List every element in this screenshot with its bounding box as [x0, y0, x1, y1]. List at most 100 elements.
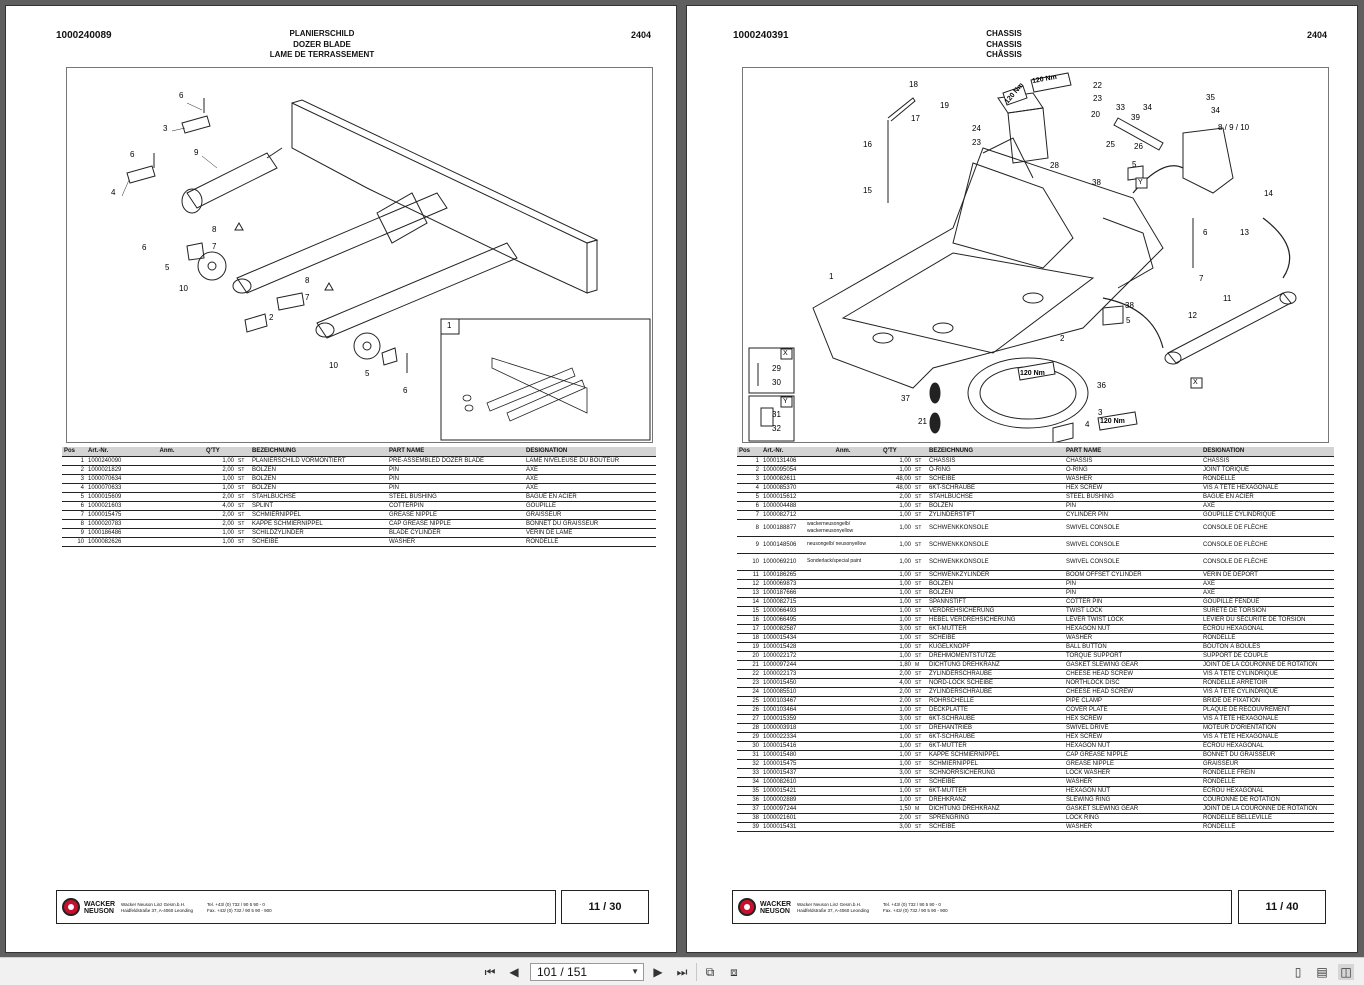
cell-unit: ST: [913, 579, 927, 589]
cell-art-nr: 1000085370: [761, 483, 805, 493]
single-page-view-icon[interactable]: ▯: [1294, 965, 1302, 979]
cell-part-name: HEXAGON NUT: [1064, 624, 1201, 634]
chassis-rear: [982, 137, 1034, 179]
cell-anm: [805, 456, 881, 466]
cell-part-name: HEXAGON NUT: [1064, 786, 1201, 796]
footer-info: WACKER NEUSON Wacker Neuson Linz Gesm.b.…: [56, 890, 556, 924]
cell-anm: [805, 633, 881, 643]
page-indicator: 101 / 151: [537, 965, 588, 979]
cell-art-nr: 1000004488: [761, 501, 805, 511]
col-pos: Pos: [737, 447, 761, 457]
page-selector[interactable]: 101 / 151 ▼: [530, 963, 644, 981]
cell-unit: ST: [236, 528, 250, 538]
title-en: DOZER BLADE: [293, 39, 351, 49]
callout: 4: [1085, 420, 1090, 429]
cell-designation: ÉCROU HEXAGONAL: [1201, 741, 1334, 751]
two-page-continuous-icon[interactable]: [1358, 964, 1364, 980]
pin-3: [181, 115, 211, 134]
cell-designation: AXE: [1201, 579, 1334, 589]
first-page-icon[interactable]: ⏮: [484, 964, 496, 979]
cell-qty: 1,00: [881, 741, 913, 751]
table-header: Pos Art.-Nr. Anm. Q'TY BEZEICHNUNG PART …: [737, 447, 1334, 457]
cell-qty: 1,00: [881, 750, 913, 760]
cell-bezeichnung: DICHTUNG DREHKRANZ: [927, 804, 1064, 814]
cell-part-name: GREASE NIPPLE: [387, 510, 524, 520]
cell-designation: AXE: [524, 474, 656, 484]
footer-brand: WACKER NEUSON: [760, 901, 791, 915]
cell-part-name: CHASSIS: [1064, 456, 1201, 466]
cell-designation: AXE: [524, 465, 656, 475]
cell-qty: 4,00: [881, 678, 913, 688]
cell-part-name: PIN: [387, 465, 524, 475]
cell-designation: VÉRIN DE DÉPORT: [1201, 570, 1334, 580]
callout: 5: [1126, 316, 1131, 325]
cell-designation: RONDELLE ARRÊTOIR: [1201, 678, 1334, 688]
page-count-box: 11 / 30: [561, 890, 649, 924]
contact-line: Fax. +43/ (0) 732 / 90 5 90 - 900: [207, 908, 272, 913]
cell-bezeichnung: SCHMIERNIPPEL: [927, 759, 1064, 769]
callout: 34: [1211, 106, 1220, 115]
cell-qty: 1,00: [204, 483, 236, 493]
cell-part-name: TWIST LOCK: [1064, 606, 1201, 616]
cell-unit: ST: [913, 687, 927, 697]
cell-bezeichnung: BOLZEN: [250, 474, 387, 484]
cell-art-nr: 1000021603: [86, 501, 130, 511]
continuous-view-icon[interactable]: ▤: [1316, 965, 1328, 979]
cell-qty: 1,00: [881, 606, 913, 616]
cell-pos: 37: [737, 804, 761, 814]
cell-bezeichnung: O-RING: [927, 465, 1064, 475]
next-page-icon[interactable]: ▶: [653, 965, 663, 979]
cell-bezeichnung: SCHWENKKONSOLE: [927, 536, 1064, 554]
prev-page-icon[interactable]: ◀: [509, 965, 519, 979]
callout: 5: [165, 263, 170, 272]
cell-unit: ST: [913, 723, 927, 733]
cell-qty: 48,00: [881, 483, 913, 493]
last-page-icon[interactable]: ⏭: [676, 964, 688, 979]
two-page-view-icon[interactable]: ◫: [1338, 964, 1354, 980]
cell-part-name: SLEWING RING: [1064, 795, 1201, 805]
cell-part-name: BALL BUTTON: [1064, 642, 1201, 652]
fit-width-icon[interactable]: ⧈: [730, 964, 738, 979]
cell-unit: ST: [913, 813, 927, 823]
cell-bezeichnung: SCHWENKZYLINDER: [927, 570, 1064, 580]
cell-part-name: WASHER: [1064, 777, 1201, 787]
callout: 14: [1264, 189, 1273, 198]
arm-eye-1: [232, 278, 252, 294]
bracket: [376, 192, 428, 244]
cell-part-name: PRE-ASSEMBLED DOZER BLADE: [387, 456, 524, 466]
cell-designation: CONSOLE DE FLÈCHE: [1201, 536, 1334, 554]
cell-designation: VIS À TÊTE HEXAGONALE: [1201, 714, 1334, 724]
cell-designation: COURONNE DE ROTATION: [1201, 795, 1334, 805]
fit-page-icon[interactable]: ⧉: [705, 964, 715, 979]
cell-part-name: BLADE CYLINDER: [387, 528, 524, 538]
callout: 6: [142, 243, 147, 252]
nipple-7b: [324, 281, 334, 291]
cell-bezeichnung: 6KT-MUTTER: [927, 741, 1064, 751]
cell-anm: [805, 687, 881, 697]
cell-part-name: CYLINDER PIN: [1064, 510, 1201, 520]
cell-pos: 6: [737, 501, 761, 511]
cell-unit: ST: [913, 669, 927, 679]
callout: 11: [1223, 294, 1232, 303]
cell-bezeichnung: SCHEIBE: [927, 633, 1064, 643]
cell-qty: 48,00: [881, 474, 913, 484]
nipple-7a: [234, 221, 244, 231]
cell-anm: [805, 732, 881, 742]
cell-designation: AXE: [1201, 588, 1334, 598]
cell-part-name: SWIVEL CONSOLE: [1064, 553, 1201, 571]
cell-bezeichnung: ZYLINDERSCHRAUBE: [927, 687, 1064, 697]
callout: 31: [772, 410, 781, 419]
toolbar-separator: [696, 963, 697, 981]
exploded-drawing: 120 Nm 120 Nm 120 Nm 120 Nm X Y X Y 18 1…: [742, 67, 1329, 443]
chassis-inner: [952, 162, 1074, 269]
